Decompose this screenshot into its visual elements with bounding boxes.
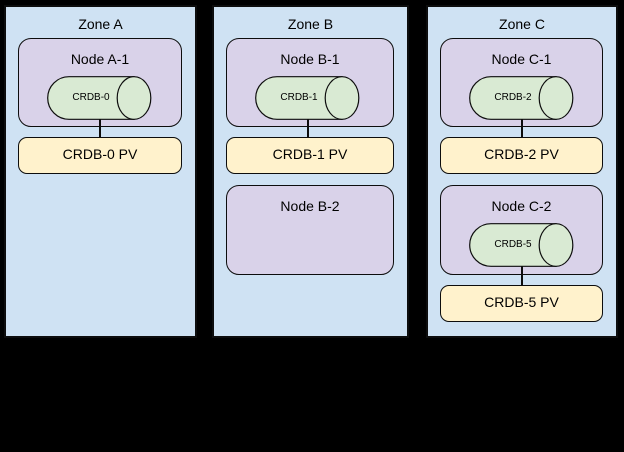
cylinder-cap [116, 76, 152, 120]
zone-b-title: Zone B [287, 16, 334, 32]
crdb-0-label: CRDB-0 [72, 92, 110, 103]
crdb-5-pv-box: CRDB-5 PV [440, 285, 603, 322]
cylinder-shape-icon [47, 76, 152, 120]
node-a1-label: Node A-1 [70, 51, 130, 67]
node-c1-label: Node C-1 [491, 51, 552, 67]
crdb-1-pod-cylinder: CRDB-1 [255, 76, 360, 120]
node-b1-label: Node B-1 [280, 51, 340, 67]
zone-a-title: Zone A [78, 16, 123, 32]
cylinder-shape-icon [469, 223, 574, 267]
cylinder-body [47, 76, 135, 120]
node-b1-box: Node B-1 CRDB-1 [226, 38, 394, 127]
zone-c-container: Zone C Node C-1 CRDB-2 CRDB-2 PV Node C-… [426, 5, 618, 338]
cylinder-shape-icon [469, 76, 574, 120]
crdb-2-pv-box: CRDB-2 PV [440, 137, 603, 174]
pod-to-pv-connector-line [521, 266, 523, 285]
crdb-0-pv-label: CRDB-0 PV [62, 146, 138, 162]
zone-a-container: Zone A Node A-1 CRDB-0 CRDB-0 PV [4, 5, 197, 338]
cylinder-body [469, 76, 557, 120]
node-b2-box: Node B-2 [226, 185, 394, 275]
crdb-1-pv-box: CRDB-1 PV [226, 137, 394, 174]
node-c2-label: Node C-2 [491, 198, 552, 214]
crdb-1-label: CRDB-1 [280, 92, 318, 103]
cylinder-shape-icon [255, 76, 360, 120]
cylinder-cap [324, 76, 360, 120]
cylinder-cap [538, 76, 574, 120]
pod-to-pv-connector-line [521, 119, 523, 137]
pod-to-pv-connector-line [99, 119, 101, 137]
zone-c-title: Zone C [499, 16, 545, 32]
crdb-2-pv-label: CRDB-2 PV [484, 146, 559, 162]
zone-b-container: Zone B Node B-1 CRDB-1 CRDB-1 PV Node B-… [212, 5, 409, 338]
node-b2-label: Node B-2 [280, 198, 340, 214]
pod-to-pv-connector-line [307, 119, 309, 137]
crdb-0-pod-cylinder: CRDB-0 [47, 76, 152, 120]
crdb-5-pv-label: CRDB-5 PV [484, 294, 559, 310]
cylinder-body [255, 76, 343, 120]
node-c1-box: Node C-1 CRDB-2 [440, 38, 603, 127]
node-a1-box: Node A-1 CRDB-0 [18, 38, 182, 127]
cylinder-body [469, 223, 557, 267]
node-c2-box: Node C-2 CRDB-5 [440, 185, 603, 275]
crdb-5-pod-cylinder: CRDB-5 [469, 223, 574, 267]
crdb-2-pod-cylinder: CRDB-2 [469, 76, 574, 120]
cylinder-cap [538, 223, 574, 267]
crdb-5-label: CRDB-5 [494, 239, 532, 250]
crdb-0-pv-box: CRDB-0 PV [18, 137, 182, 174]
crdb-2-label: CRDB-2 [494, 92, 532, 103]
crdb-1-pv-label: CRDB-1 PV [272, 146, 348, 162]
